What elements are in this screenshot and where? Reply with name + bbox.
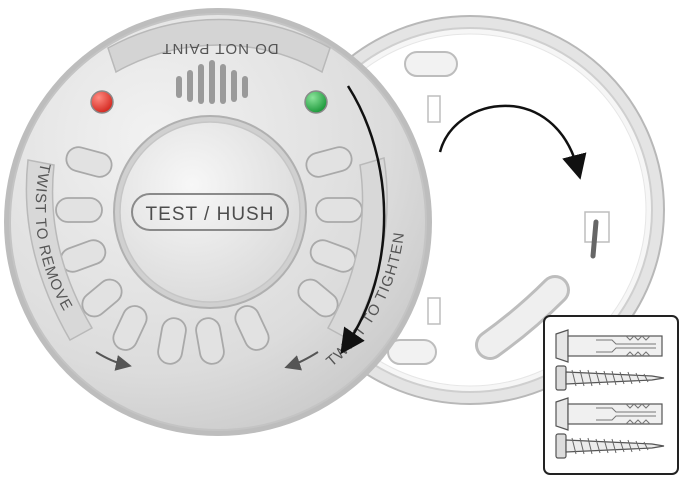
remove-direction-arrow xyxy=(95,351,132,371)
twist-remove-band xyxy=(25,159,94,342)
rotation-arrow-detector xyxy=(340,85,386,355)
vent-slots xyxy=(55,146,363,365)
speaker-grille xyxy=(176,60,248,104)
screw-icon xyxy=(555,433,665,459)
twist-tighten-band xyxy=(326,157,388,342)
do-not-paint-band xyxy=(107,18,331,74)
wall-anchor-icon xyxy=(555,329,663,363)
test-hush-label-frame xyxy=(131,193,289,231)
wall-anchor-icon xyxy=(555,397,663,431)
mounting-slot-top xyxy=(404,51,458,77)
plate-tab-top xyxy=(427,95,441,123)
red-led-indicator xyxy=(90,90,114,114)
hardware-inset xyxy=(543,315,679,475)
screw-icon xyxy=(555,365,665,391)
tighten-direction-arrow xyxy=(284,351,319,371)
green-led-indicator xyxy=(304,90,328,114)
test-hush-label: TEST / HUSH xyxy=(146,204,275,225)
test-hush-button[interactable] xyxy=(119,121,301,303)
do-not-paint-label: DO NOT PAINT xyxy=(161,40,278,57)
plate-tab-bottom xyxy=(427,297,441,325)
smoke-detector-body: DO NOT PAINT xyxy=(4,8,432,436)
rotation-arrow-plate xyxy=(438,104,587,180)
mounting-slot-bottom xyxy=(387,339,437,365)
